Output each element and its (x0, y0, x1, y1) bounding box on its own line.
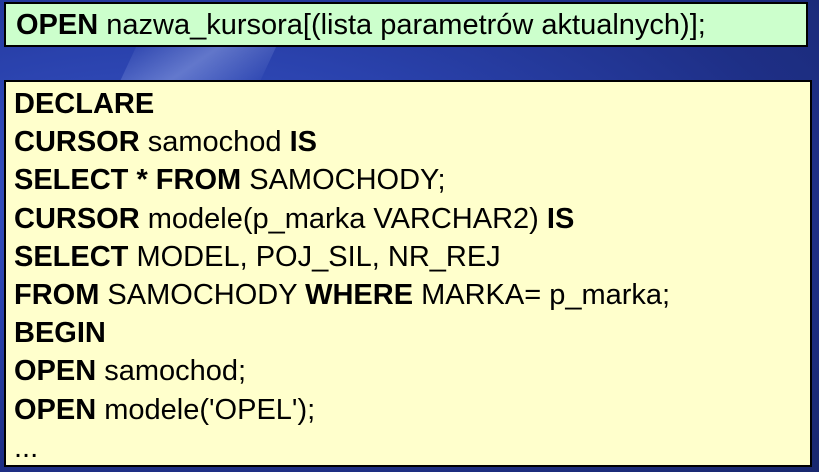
code-keyword: OPEN (14, 355, 97, 388)
code-line: FROM SAMOCHODY WHERE MARKA= p_marka; (14, 276, 810, 314)
code-keyword: CURSOR (14, 126, 140, 159)
code-keyword: FROM (14, 278, 100, 311)
code-line: CURSOR modele(p_marka VARCHAR2) IS (14, 200, 810, 238)
code-keyword: SELECT (14, 240, 129, 273)
code-text: samochod (139, 126, 290, 159)
code-text: samochod; (96, 355, 247, 388)
syntax-text: nazwa_kursora[(lista parametrów aktualny… (98, 9, 706, 41)
syntax-box: OPEN nazwa_kursora[(lista parametrów akt… (4, 2, 808, 47)
code-line: BEGIN (14, 314, 810, 352)
code-text: MARKA= p_marka; (413, 278, 671, 311)
code-text: SAMOCHODY; (241, 164, 446, 197)
code-text: modele(p_marka VARCHAR2) (139, 202, 547, 235)
code-keyword: IS (546, 202, 575, 235)
code-keyword: WHERE (305, 278, 414, 311)
code-line: SELECT * FROM SAMOCHODY; (14, 161, 810, 199)
code-keyword: CURSOR (14, 202, 140, 235)
code-line: DECLARE (14, 85, 810, 123)
code-keyword: BEGIN (14, 317, 106, 350)
code-keyword: IS (289, 126, 317, 159)
code-text: SAMOCHODY (99, 278, 306, 311)
code-text: modele('OPEL'); (96, 393, 316, 426)
syntax-keyword: OPEN (16, 9, 99, 41)
code-text: ... (14, 431, 39, 464)
code-line: ... (14, 429, 810, 467)
code-keyword: OPEN (14, 393, 97, 426)
code-line: OPEN modele('OPEL'); (14, 391, 810, 429)
code-line: SELECT MODEL, POJ_SIL, NR_REJ (14, 238, 810, 276)
code-text: MODEL, POJ_SIL, NR_REJ (128, 240, 501, 273)
code-keyword: SELECT * FROM (14, 164, 242, 197)
code-keyword: DECLARE (14, 88, 155, 120)
code-line: OPEN samochod; (14, 352, 810, 390)
code-line: CURSOR samochod IS (14, 123, 810, 161)
